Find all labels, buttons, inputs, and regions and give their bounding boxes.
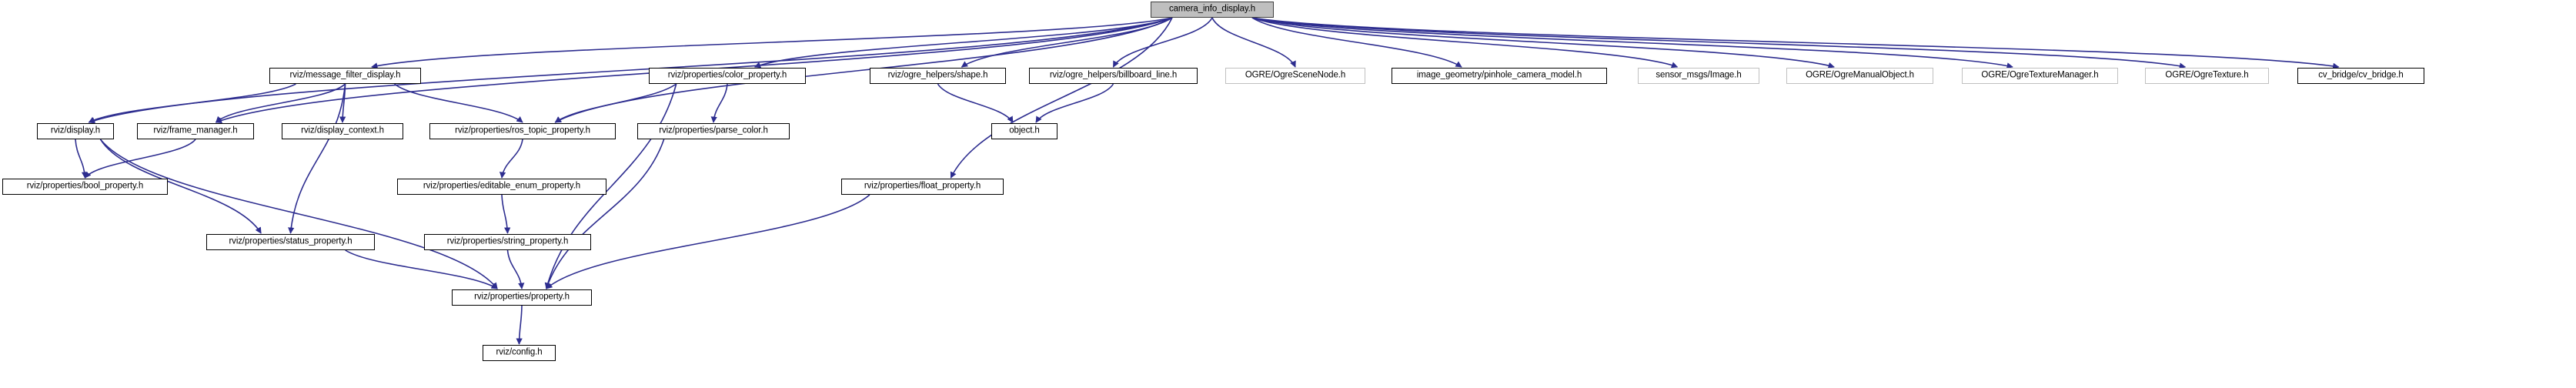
- node-label: rviz/message_filter_display.h: [289, 70, 401, 80]
- node-label: rviz/properties/property.h: [474, 292, 570, 302]
- edge-root-to-sensor_msgs_image: [1251, 17, 1679, 69]
- node-billboard_line[interactable]: rviz/ogre_helpers/billboard_line.h: [1029, 68, 1198, 84]
- node-label: object.h: [1009, 125, 1040, 135]
- edge-root-to-color_property: [753, 17, 1173, 69]
- node-status_property[interactable]: rviz/properties/status_property.h: [206, 234, 375, 250]
- edge-root-to-ogre_manual_object: [1251, 17, 1835, 69]
- edge-root-to-display: [88, 17, 1173, 124]
- node-bool_property[interactable]: rviz/properties/bool_property.h: [2, 179, 168, 195]
- edge-root-to-cv_bridge: [1251, 17, 2340, 69]
- edge-display-to-property: [99, 139, 498, 289]
- edge-root-to-ogre_texture_manager: [1251, 17, 2013, 69]
- node-sensor_msgs_image[interactable]: sensor_msgs/Image.h: [1638, 68, 1759, 84]
- edge-root-to-float_property: [950, 17, 1173, 179]
- node-ogre_shape[interactable]: rviz/ogre_helpers/shape.h: [870, 68, 1006, 84]
- node-float_property[interactable]: rviz/properties/float_property.h: [841, 179, 1004, 195]
- node-label: OGRE/OgreTextureManager.h: [1981, 70, 2099, 80]
- edge-editable_enum_property-to-string_property: [501, 194, 511, 234]
- node-label: cv_bridge/cv_bridge.h: [2318, 70, 2404, 80]
- node-ogre_scene_node[interactable]: OGRE/OgreSceneNode.h: [1225, 68, 1365, 84]
- edge-root-to-ogre_scene_node: [1211, 17, 1296, 68]
- edge-root-to-ogre_shape: [961, 17, 1173, 68]
- node-string_property[interactable]: rviz/properties/string_property.h: [424, 234, 591, 250]
- edge-parse_color-to-property: [545, 139, 665, 289]
- node-parse_color[interactable]: rviz/properties/parse_color.h: [637, 123, 790, 139]
- node-config[interactable]: rviz/config.h: [483, 345, 556, 361]
- node-label: rviz/frame_manager.h: [153, 125, 238, 135]
- edge-display-to-bool_property: [75, 139, 89, 179]
- node-display_context[interactable]: rviz/display_context.h: [282, 123, 403, 139]
- edge-root-to-pinhole_camera_model: [1251, 17, 1462, 68]
- node-label: rviz/display.h: [50, 125, 101, 135]
- edge-status_property-to-property: [345, 249, 498, 289]
- edge-message_filter_display-to-ros_topic_property: [394, 83, 523, 123]
- edge-message_filter_display-to-status_property: [288, 83, 346, 234]
- node-ogre_texture[interactable]: OGRE/OgreTexture.h: [2145, 68, 2269, 84]
- node-editable_enum_property[interactable]: rviz/properties/editable_enum_property.h: [397, 179, 606, 195]
- node-label: OGRE/OgreSceneNode.h: [1245, 70, 1346, 80]
- node-label: rviz/properties/color_property.h: [667, 70, 787, 80]
- node-color_property[interactable]: rviz/properties/color_property.h: [649, 68, 806, 84]
- edge-root-to-billboard_line: [1112, 17, 1213, 68]
- edge-message_filter_display-to-display_context: [339, 83, 346, 123]
- node-ogre_manual_object[interactable]: OGRE/OgreManualObject.h: [1786, 68, 1933, 84]
- node-object[interactable]: object.h: [991, 123, 1057, 139]
- node-frame_manager[interactable]: rviz/frame_manager.h: [137, 123, 254, 139]
- node-root[interactable]: camera_info_display.h: [1151, 2, 1274, 18]
- node-label: rviz/properties/ros_topic_property.h: [455, 125, 590, 135]
- edge-property-to-config: [516, 305, 523, 345]
- node-cv_bridge[interactable]: cv_bridge/cv_bridge.h: [2297, 68, 2424, 84]
- node-label: OGRE/OgreManualObject.h: [1806, 70, 1914, 80]
- node-label: rviz/properties/parse_color.h: [659, 125, 768, 135]
- edge-float_property-to-property: [546, 194, 870, 289]
- edge-message_filter_display-to-display: [88, 83, 296, 123]
- node-label: rviz/properties/string_property.h: [446, 236, 569, 246]
- edge-string_property-to-property: [506, 249, 525, 289]
- node-label: rviz/ogre_helpers/billboard_line.h: [1049, 70, 1178, 80]
- edge-billboard_line-to-object: [1035, 83, 1114, 123]
- node-property[interactable]: rviz/properties/property.h: [452, 289, 592, 306]
- node-label: image_geometry/pinhole_camera_model.h: [1416, 70, 1582, 80]
- edge-color_property-to-parse_color: [710, 83, 728, 123]
- node-label: rviz/properties/editable_enum_property.h: [423, 181, 581, 191]
- node-message_filter_display[interactable]: rviz/message_filter_display.h: [269, 68, 421, 84]
- node-display[interactable]: rviz/display.h: [37, 123, 114, 139]
- edge-ros_topic_property-to-editable_enum_property: [499, 139, 523, 179]
- node-ros_topic_property[interactable]: rviz/properties/ros_topic_property.h: [429, 123, 616, 139]
- edge-root-to-message_filter_display: [371, 17, 1173, 69]
- edge-frame_manager-to-bool_property: [84, 139, 196, 179]
- node-label: OGRE/OgreTexture.h: [2165, 70, 2249, 80]
- node-label: rviz/properties/status_property.h: [229, 236, 352, 246]
- node-label: rviz/properties/bool_property.h: [26, 181, 144, 191]
- node-label: rviz/ogre_helpers/shape.h: [887, 70, 988, 80]
- edge-message_filter_display-to-frame_manager: [215, 83, 346, 123]
- edge-ogre_shape-to-object: [937, 83, 1014, 123]
- node-label: rviz/properties/float_property.h: [864, 181, 981, 191]
- node-label: sensor_msgs/Image.h: [1656, 70, 1742, 80]
- node-label: camera_info_display.h: [1168, 4, 1256, 14]
- node-pinhole_camera_model[interactable]: image_geometry/pinhole_camera_model.h: [1392, 68, 1607, 84]
- node-label: rviz/display_context.h: [301, 125, 384, 135]
- node-ogre_texture_manager[interactable]: OGRE/OgreTextureManager.h: [1962, 68, 2118, 84]
- edge-root-to-ogre_texture: [1251, 17, 2187, 69]
- edge-color_property-to-ros_topic_property: [554, 83, 677, 123]
- node-label: rviz/config.h: [496, 347, 543, 357]
